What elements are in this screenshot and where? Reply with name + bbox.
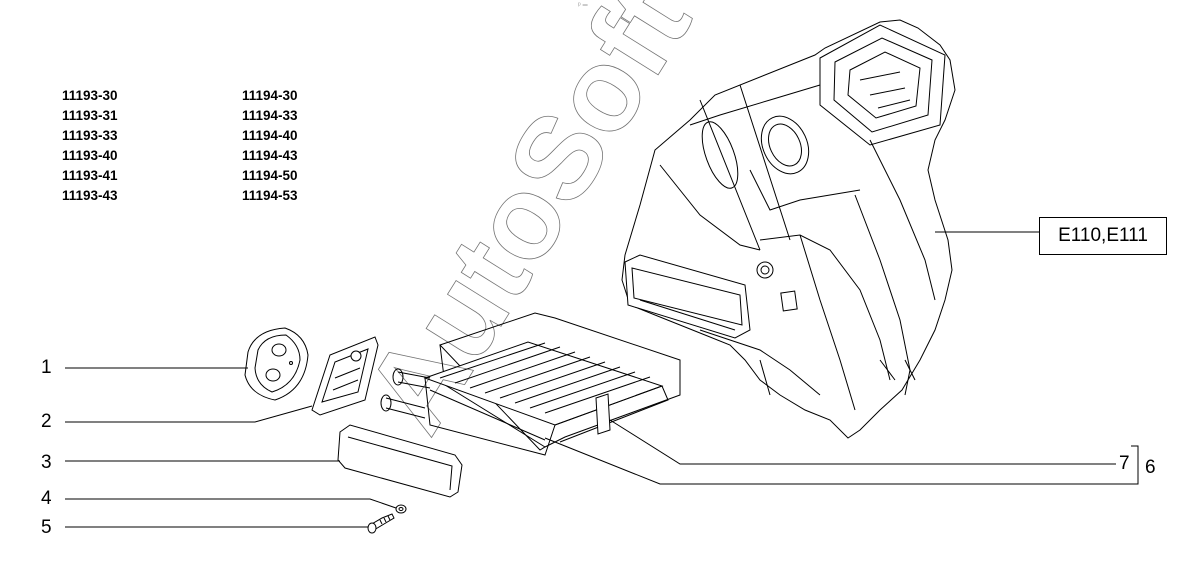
model-code: 11193-31: [62, 108, 118, 123]
model-code: 11194-40: [242, 128, 298, 143]
part-2-plate: [311, 336, 379, 416]
model-code: 11193-41: [62, 168, 118, 183]
model-code: 11193-33: [62, 128, 118, 143]
model-code: 11194-33: [242, 108, 298, 123]
part-4-washer: [395, 504, 407, 514]
model-code: 11193-30: [62, 88, 118, 103]
callout-4: 4: [41, 488, 52, 509]
model-code: 11194-30: [242, 88, 298, 103]
model-code: 11193-43: [62, 188, 118, 203]
model-codes-column-1: 11193-30 11193-31 11193-33 11193-40 1119…: [62, 86, 118, 206]
model-code: 11194-53: [242, 188, 298, 203]
model-codes-column-2: 11194-30 11194-33 11194-40 11194-43 1119…: [242, 86, 298, 206]
heater-core: [380, 312, 681, 456]
corner-mark: ᵖ ═: [578, 2, 588, 9]
model-code: 11194-50: [242, 168, 298, 183]
part-5-screw: [367, 513, 395, 534]
heater-housing: [621, 19, 956, 439]
leader-2: [65, 405, 313, 423]
part-1-grommet: [244, 327, 309, 401]
part-3-cover: [337, 424, 463, 498]
leader-4: [65, 498, 397, 509]
model-code: 11193-40: [62, 148, 118, 163]
callout-3: 3: [41, 452, 52, 473]
leader-lines: [65, 231, 1139, 528]
reference-box: E110,E111: [1039, 217, 1167, 255]
leader-6: [544, 437, 1139, 485]
callout-1: 1: [41, 357, 52, 378]
leader-7: [609, 419, 1116, 465]
callout-5: 5: [41, 517, 52, 538]
model-code: 11194-43: [242, 148, 298, 163]
callout-6: 6: [1145, 457, 1156, 478]
callout-7: 7: [1119, 453, 1130, 474]
callout-2: 2: [41, 411, 52, 432]
